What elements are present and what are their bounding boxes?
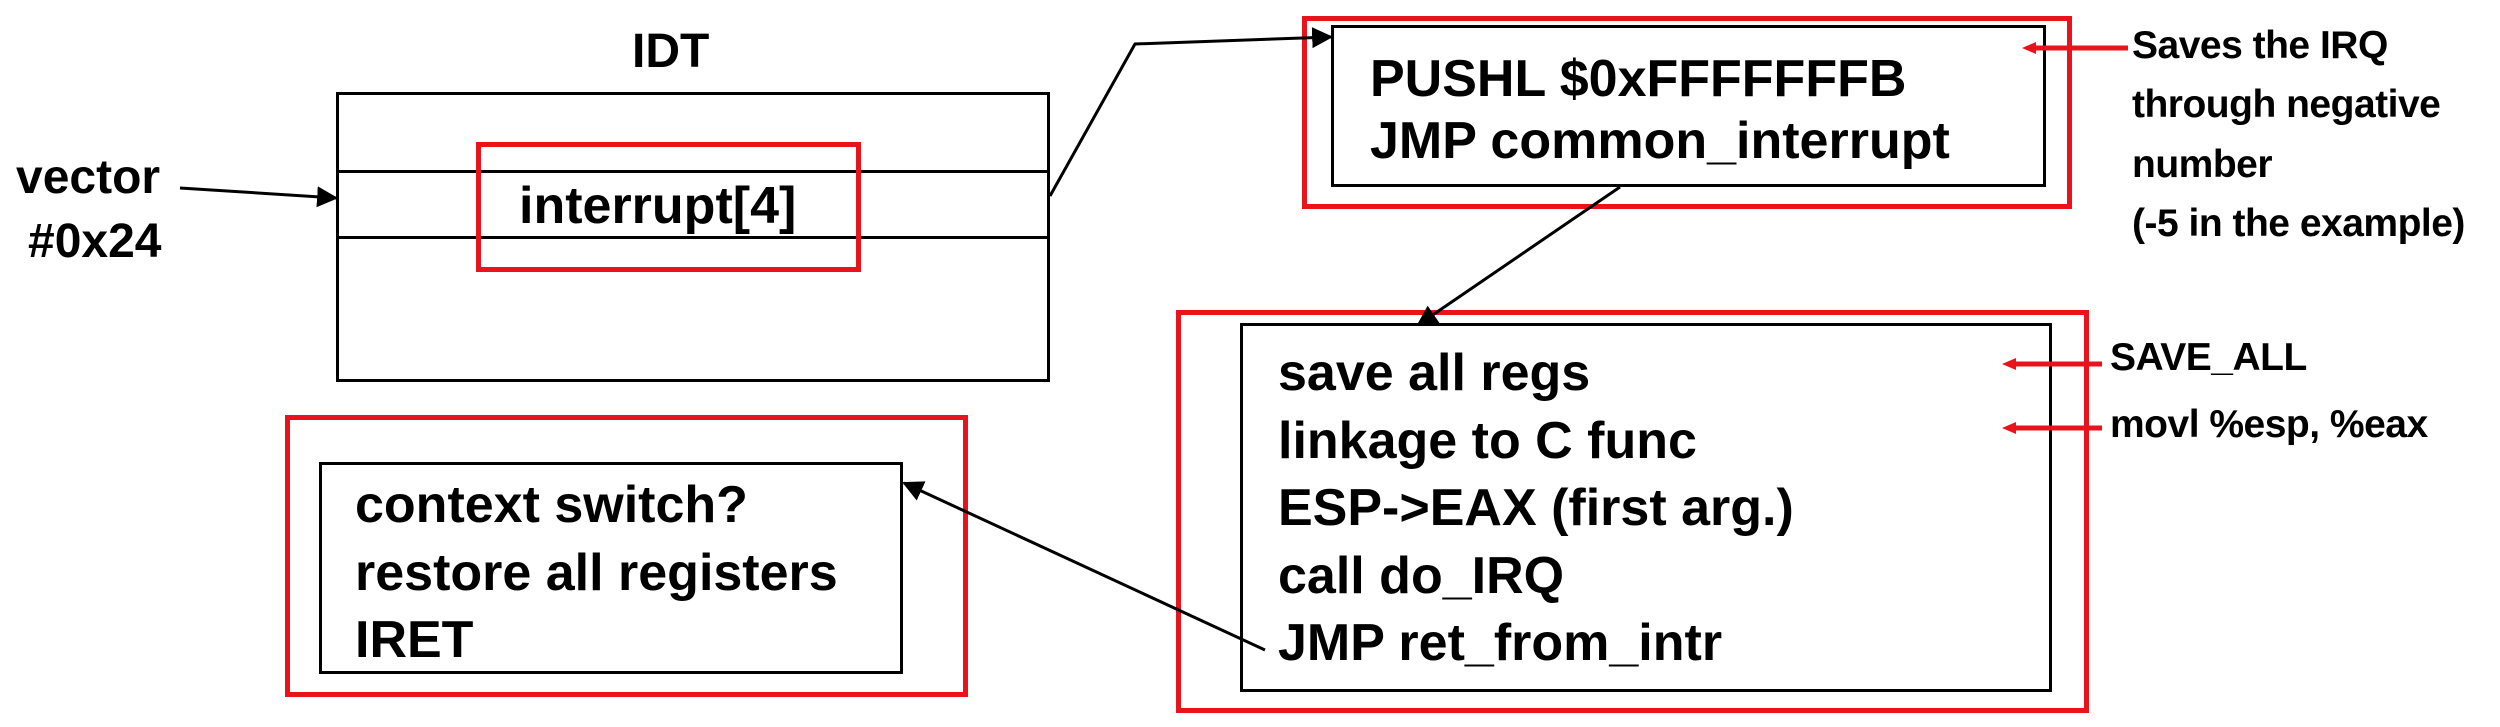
movl-note: movl %esp, %eax: [2110, 403, 2428, 446]
irq-note-line-1: Saves the IRQ: [2132, 24, 2388, 67]
common-interrupt-code: save all regs linkage to C func ESP->EAX…: [1278, 340, 1794, 678]
idt-row-divider-top: [336, 170, 1050, 173]
stub-to-common-arrow: [1416, 185, 1621, 327]
ret-line-iret: IRET: [355, 611, 474, 670]
idt-entry-label: interrupt[4]: [519, 177, 797, 235]
common-interrupt-highlight: [1176, 310, 2089, 713]
common-line-jmp: JMP ret_from_intr: [1278, 614, 1723, 673]
save-all-pointer: [2002, 358, 2102, 370]
common-line-call: call do_IRQ: [1278, 546, 1565, 605]
vector-to-idt-arrow: [179, 186, 339, 208]
movl-pointer: [2002, 422, 2102, 434]
ret-line-restore: restore all registers: [355, 543, 838, 602]
common-interrupt-box: [1240, 323, 2052, 692]
irq-note-pointer: [2022, 42, 2128, 54]
idt-title: IDT: [632, 25, 710, 78]
ret-line-context: context switch?: [355, 476, 748, 534]
idt-to-stub-arrow: [1048, 27, 1334, 197]
common-line-esp: ESP->EAX (first arg.): [1278, 479, 1794, 538]
common-to-ret-arrow: [902, 481, 1266, 652]
stub-highlight: [1302, 16, 2072, 209]
vector-label: vector: [16, 151, 161, 204]
idt-row-divider-bottom: [336, 236, 1050, 239]
irq-note: Saves the IRQ through negative number (-…: [2132, 16, 2465, 253]
common-line-linkage: linkage to C func: [1278, 411, 1697, 470]
vector-number: #0x24: [28, 215, 162, 268]
common-line-save: save all regs: [1278, 344, 1591, 402]
irq-note-line-2: through negative: [2132, 83, 2441, 127]
stub-box: [1331, 25, 2046, 187]
stub-line-push: PUSHL $0xFFFFFFFB: [1370, 50, 1907, 108]
save-all-note: SAVE_ALL: [2110, 336, 2307, 379]
stub-line-jmp: JMP common_interrupt: [1370, 112, 1950, 171]
irq-note-line-3: number: [2132, 142, 2273, 186]
ret-from-intr-code: context switch? restore all registers IR…: [355, 472, 838, 675]
ret-from-intr-box: [319, 462, 903, 674]
idt-entry-highlight: [476, 142, 861, 272]
irq-note-line-4: (-5 in the example): [2132, 201, 2465, 245]
ret-from-intr-highlight: [285, 415, 968, 697]
stub-code: PUSHL $0xFFFFFFFB JMP common_interrupt: [1370, 48, 1950, 173]
